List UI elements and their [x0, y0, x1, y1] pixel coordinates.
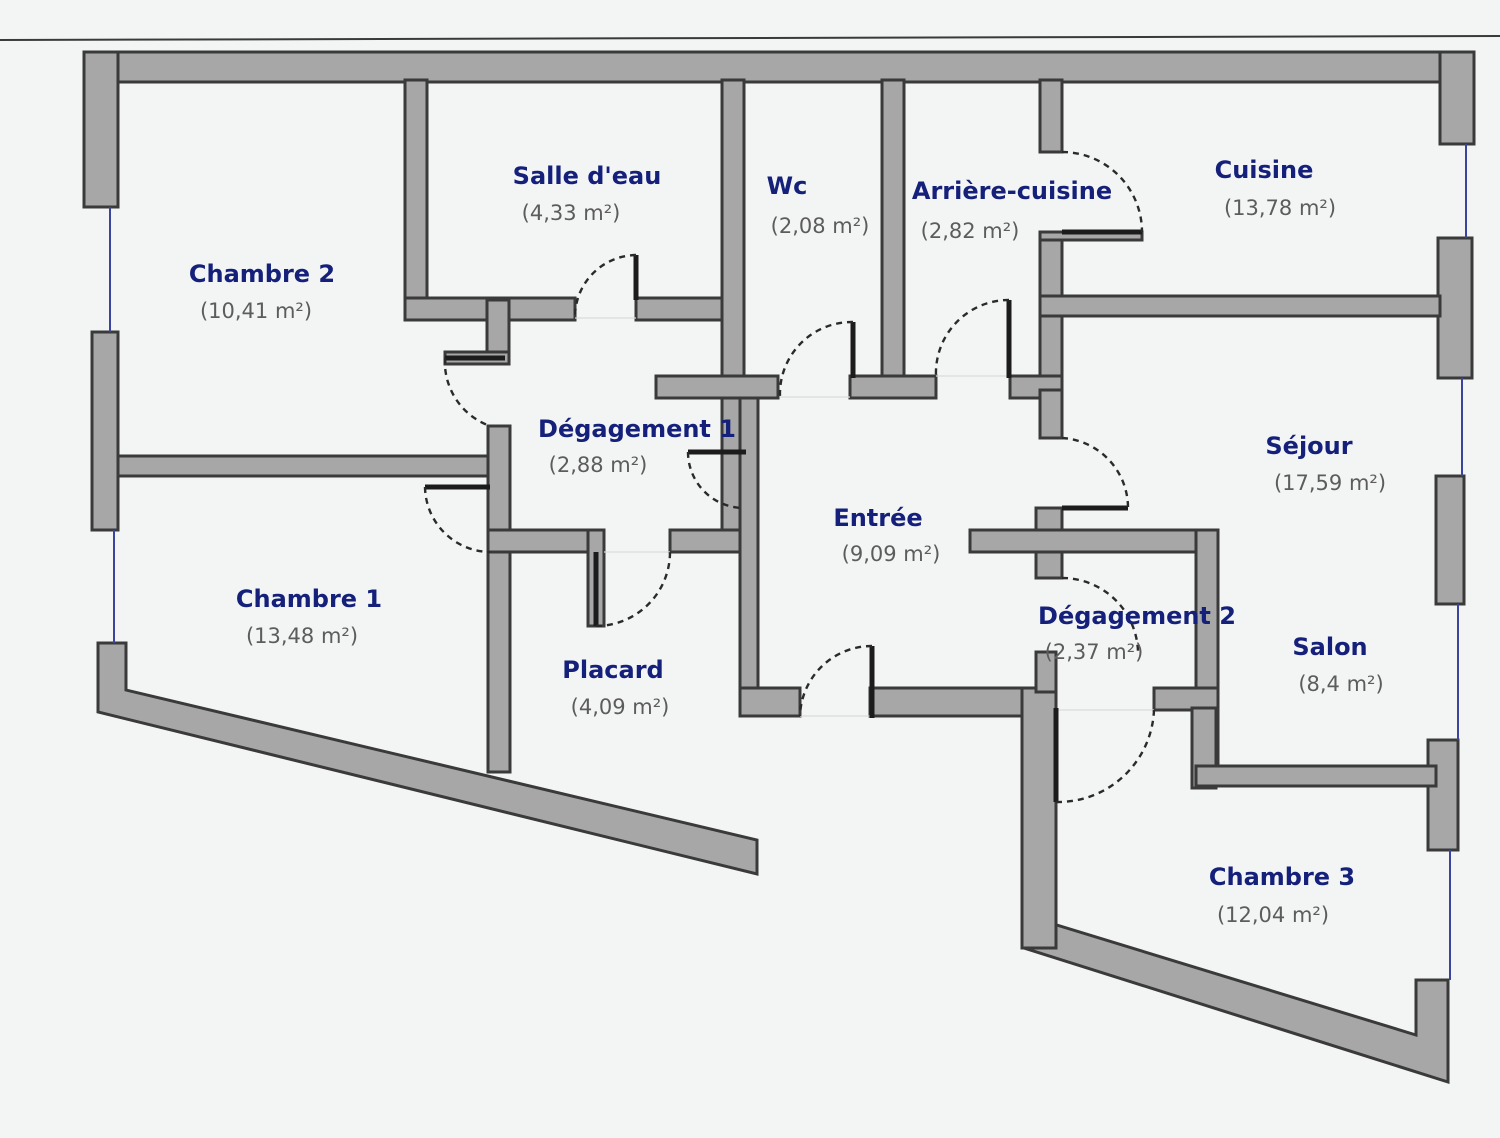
room-name: Entrée [833, 504, 922, 532]
room-area: (10,41 m²) [200, 299, 312, 323]
room-name: Séjour [1265, 432, 1352, 460]
room-area: (9,09 m²) [842, 542, 941, 566]
room-arriere-cuisine: Arrière-cuisine (2,82 m²) [912, 177, 1112, 243]
room-area: (17,59 m²) [1274, 471, 1386, 495]
room-area: (4,09 m²) [571, 695, 670, 719]
room-sejour: Séjour (17,59 m²) [1265, 432, 1386, 495]
room-name: Arrière-cuisine [912, 177, 1112, 205]
room-cuisine: Cuisine (13,78 m²) [1215, 156, 1336, 220]
room-name: Dégagement 1 [538, 415, 736, 443]
room-name: Placard [562, 656, 663, 684]
room-area: (13,48 m²) [246, 624, 358, 648]
room-placard: Placard (4,09 m²) [562, 656, 669, 719]
room-entree: Entrée (9,09 m²) [833, 504, 940, 566]
door-thresholds [575, 317, 1154, 717]
outer-walls [82, 50, 1476, 1085]
room-chambre-1: Chambre 1 (13,48 m²) [236, 585, 382, 648]
screen-top-edge [0, 35, 1500, 41]
room-name: Dégagement 2 [1038, 602, 1236, 630]
room-area: (2,08 m²) [771, 214, 870, 238]
room-chambre-2: Chambre 2 (10,41 m²) [189, 260, 335, 323]
room-labels: Chambre 2 (10,41 m²) Salle d'eau (4,33 m… [189, 156, 1386, 927]
room-name: Salon [1292, 633, 1367, 661]
windows [109, 144, 1467, 980]
door-leaves [425, 229, 1142, 802]
room-wc: Wc (2,08 m²) [767, 172, 870, 238]
room-name: Salle d'eau [513, 162, 662, 190]
room-area: (8,4 m²) [1298, 672, 1383, 696]
room-degagement-1: Dégagement 1 (2,88 m²) [538, 415, 736, 477]
room-name: Chambre 2 [189, 260, 335, 288]
room-salle-d-eau: Salle d'eau (4,33 m²) [513, 162, 662, 225]
room-area: (4,33 m²) [522, 201, 621, 225]
room-area: (2,88 m²) [549, 453, 648, 477]
interior-walls [116, 78, 1442, 950]
room-name: Chambre 1 [236, 585, 382, 613]
room-area: (2,37 m²) [1045, 640, 1144, 664]
room-salon: Salon (8,4 m²) [1292, 633, 1383, 696]
room-chambre-3: Chambre 3 (12,04 m²) [1209, 863, 1355, 927]
room-name: Chambre 3 [1209, 863, 1355, 891]
room-area: (12,04 m²) [1217, 903, 1329, 927]
room-area: (2,82 m²) [921, 219, 1020, 243]
door-swings [423, 150, 1156, 804]
room-area: (13,78 m²) [1224, 196, 1336, 220]
room-degagement-2: Dégagement 2 (2,37 m²) [1038, 602, 1236, 664]
room-name: Cuisine [1215, 156, 1314, 184]
room-name: Wc [767, 172, 808, 200]
